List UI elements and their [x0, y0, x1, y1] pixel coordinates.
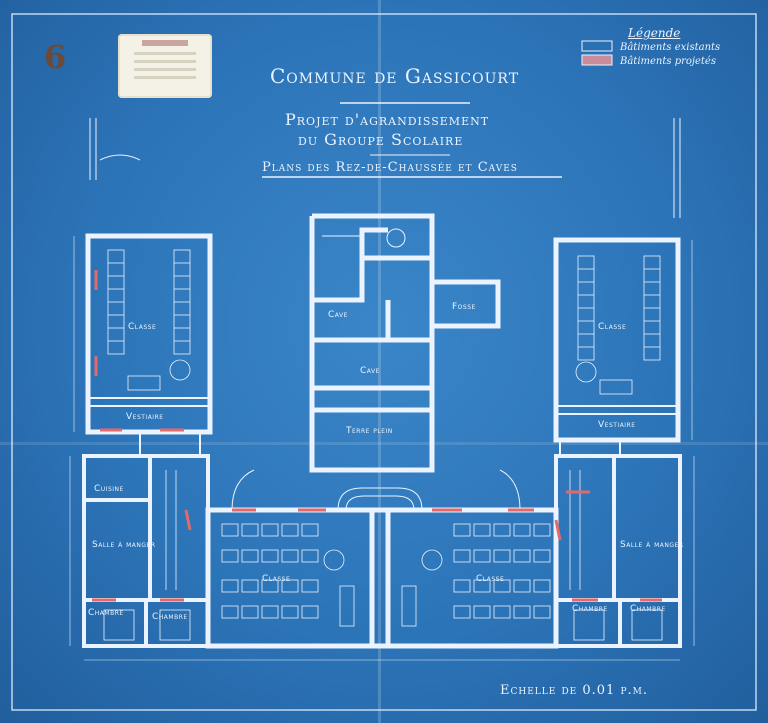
room-cuisine: Cuisine	[94, 484, 124, 494]
central-cave-walls	[309, 213, 501, 473]
proposed-marks	[92, 270, 662, 602]
entry-stairs	[231, 469, 521, 511]
desks-south	[221, 523, 551, 627]
desks-west	[107, 249, 191, 391]
legend-heading: Légende	[628, 26, 681, 40]
room-salle-manger-w: Salle à manger	[92, 540, 156, 550]
room-fosse: Fosse	[452, 302, 476, 312]
title-project-line2: du Groupe Scolaire	[298, 130, 464, 149]
archive-label-card	[118, 34, 212, 98]
fold-line-horizontal	[0, 442, 768, 445]
room-salle-manger-e: Salle à manger	[620, 540, 684, 550]
room-chambre-1: Chambre	[88, 608, 124, 618]
room-chambre-4: Chambre	[630, 604, 666, 614]
room-cave-2: Cave	[360, 366, 380, 376]
legend-proposed-label: Bâtiments projetés	[620, 56, 716, 67]
room-classe-ne: Classe	[598, 322, 627, 332]
room-classe-se: Classe	[476, 574, 505, 584]
legend-proposed-swatch	[581, 54, 613, 66]
title-plans: Plans des Rez-de-Chaussée et Caves	[262, 160, 518, 175]
room-classe-sw: Classe	[262, 574, 291, 584]
room-terre-plein: Terre plein	[346, 426, 393, 436]
room-vestiaire-e: Vestiaire	[598, 420, 636, 430]
room-cave-1: Cave	[328, 310, 348, 320]
west-wing-walls	[85, 233, 213, 435]
legend-existing-swatch	[581, 40, 613, 52]
room-chambre-2: Chambre	[152, 612, 188, 622]
east-service-walls	[554, 454, 682, 648]
room-chambre-3: Chambre	[572, 604, 608, 614]
sheet-number: 6	[44, 38, 67, 76]
legend-existing-label: Bâtiments existants	[620, 42, 721, 53]
title-commune: Commune de Gassicourt	[270, 64, 520, 88]
desks-east	[575, 255, 661, 395]
scale-note: Echelle de 0.01 p.m.	[500, 683, 648, 698]
room-classe-nw: Classe	[128, 322, 157, 332]
fold-line-vertical	[378, 0, 381, 723]
room-vestiaire-w: Vestiaire	[126, 412, 164, 422]
east-wing-walls	[553, 237, 681, 443]
title-project-line1: Projet d'agrandissement	[285, 110, 490, 129]
sheet-border	[11, 13, 757, 711]
west-service-walls	[82, 454, 210, 648]
